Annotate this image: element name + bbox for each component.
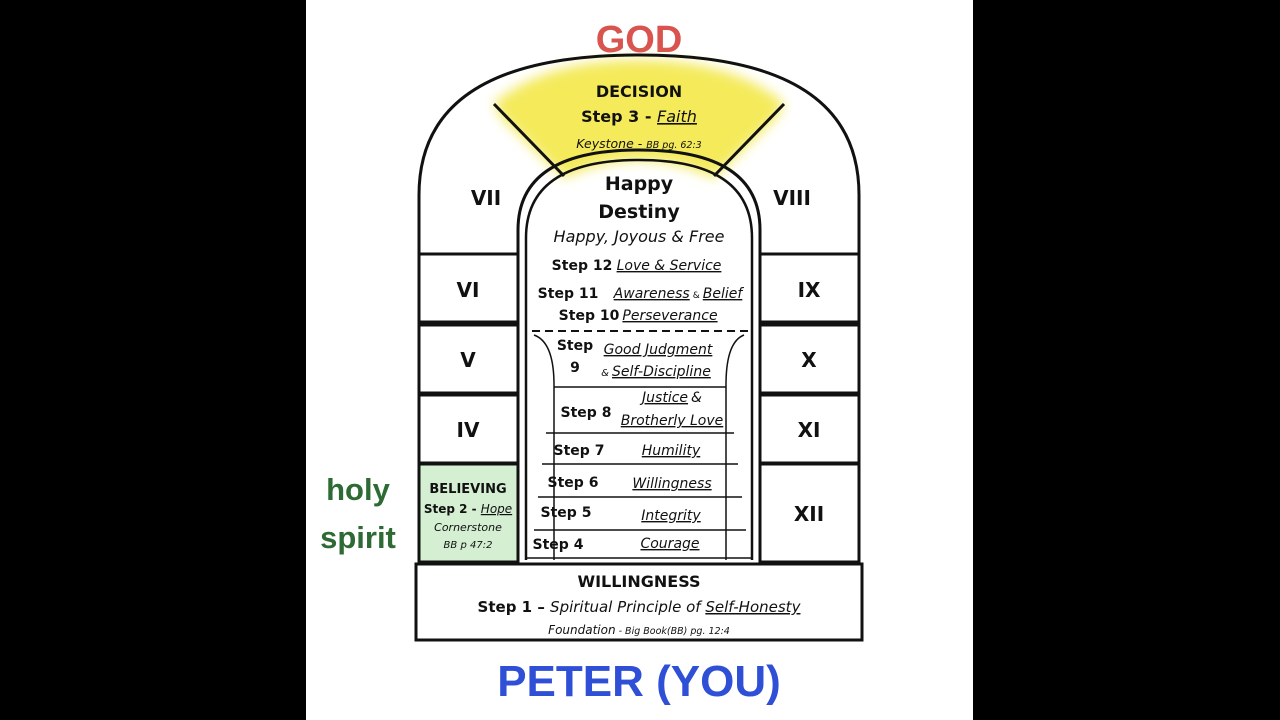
step-lines: [526, 386, 752, 559]
step-6-name: Willingness: [632, 476, 711, 492]
step-10-name: Perseverance: [622, 308, 717, 324]
keystone-note: Keystone - BB pg. 62:3: [576, 136, 701, 151]
believing-note: Cornerstone: [434, 521, 502, 534]
keystone-heading: DECISION: [596, 82, 682, 101]
right-blocks: [758, 252, 861, 564]
step-9-name-a: Good Judgment: [604, 342, 713, 358]
keystone-step: Step 3 - Faith: [581, 107, 697, 126]
step-7-label: Step 7: [554, 443, 605, 459]
stair-curve-right: [725, 334, 745, 560]
step-9-label-b: 9: [570, 360, 580, 376]
door-outline: [524, 158, 754, 560]
step-5-name: Integrity: [641, 508, 701, 524]
step-9-name-b: &Self-Discipline: [601, 364, 711, 380]
outer-arch: [417, 53, 861, 254]
side-label-line1: holy: [326, 472, 390, 507]
destiny-line1: Happy: [605, 173, 674, 195]
left-blocks: [417, 252, 520, 564]
step-8-label: Step 8: [561, 405, 612, 421]
step-7-name: Humility: [642, 443, 701, 459]
foundation-note: Foundation - Big Book(BB) pg. 12:4: [548, 623, 730, 637]
step-10-label: Step 10: [559, 308, 620, 324]
step-8-name-a: Justice&: [639, 390, 702, 406]
keystone-divider-right: [712, 102, 786, 178]
step-12-label: Step 12: [552, 258, 613, 274]
believing-heading: BELIEVING: [429, 482, 506, 497]
step-4-name: Courage: [640, 536, 699, 552]
step-5-label: Step 5: [541, 505, 592, 521]
left-block-vii: VII: [471, 186, 501, 210]
foundation-block: [414, 562, 864, 642]
right-block-ix: IX: [798, 278, 821, 302]
right-block-xii: XII: [794, 502, 824, 526]
foundation-heading: WILLINGNESS: [577, 572, 700, 591]
left-block-iv: IV: [457, 418, 480, 442]
step-6-label: Step 6: [548, 475, 599, 491]
step-11-name: Awareness&Belief: [613, 286, 745, 302]
right-block-viii: VIII: [773, 186, 811, 210]
step-9-label-a: Step: [557, 338, 593, 354]
inner-arch: [516, 148, 762, 254]
stair-curve-left: [533, 334, 555, 560]
bottom-title: PETER (YOU): [497, 657, 781, 706]
step-12-name: Love & Service: [617, 258, 722, 274]
destiny-line2: Destiny: [598, 201, 680, 223]
step-4-label: Step 4: [533, 537, 584, 553]
right-block-xi: XI: [798, 418, 821, 442]
step-11-label: Step 11: [538, 286, 599, 302]
side-label-line2: spirit: [320, 520, 396, 555]
right-block-x: X: [801, 348, 817, 372]
arch-diagram: GOD DECISION Step 3 - Faith Keystone - B…: [320, 19, 864, 706]
keystone-highlight: [494, 60, 784, 178]
step-8-name-b: Brotherly Love: [621, 413, 724, 429]
believing-ref: BB p 47:2: [444, 540, 493, 551]
destiny-subtitle: Happy, Joyous & Free: [554, 227, 725, 246]
keystone-divider-left: [492, 102, 566, 178]
diagram-frame: GOD DECISION Step 3 - Faith Keystone - B…: [306, 0, 973, 720]
foundation-step: Step 1 – Spiritual Principle of Self-Hon…: [478, 598, 802, 616]
left-block-vi: VI: [457, 278, 480, 302]
left-block-v: V: [460, 348, 476, 372]
believing-step: Step 2 - Hope: [424, 502, 512, 516]
